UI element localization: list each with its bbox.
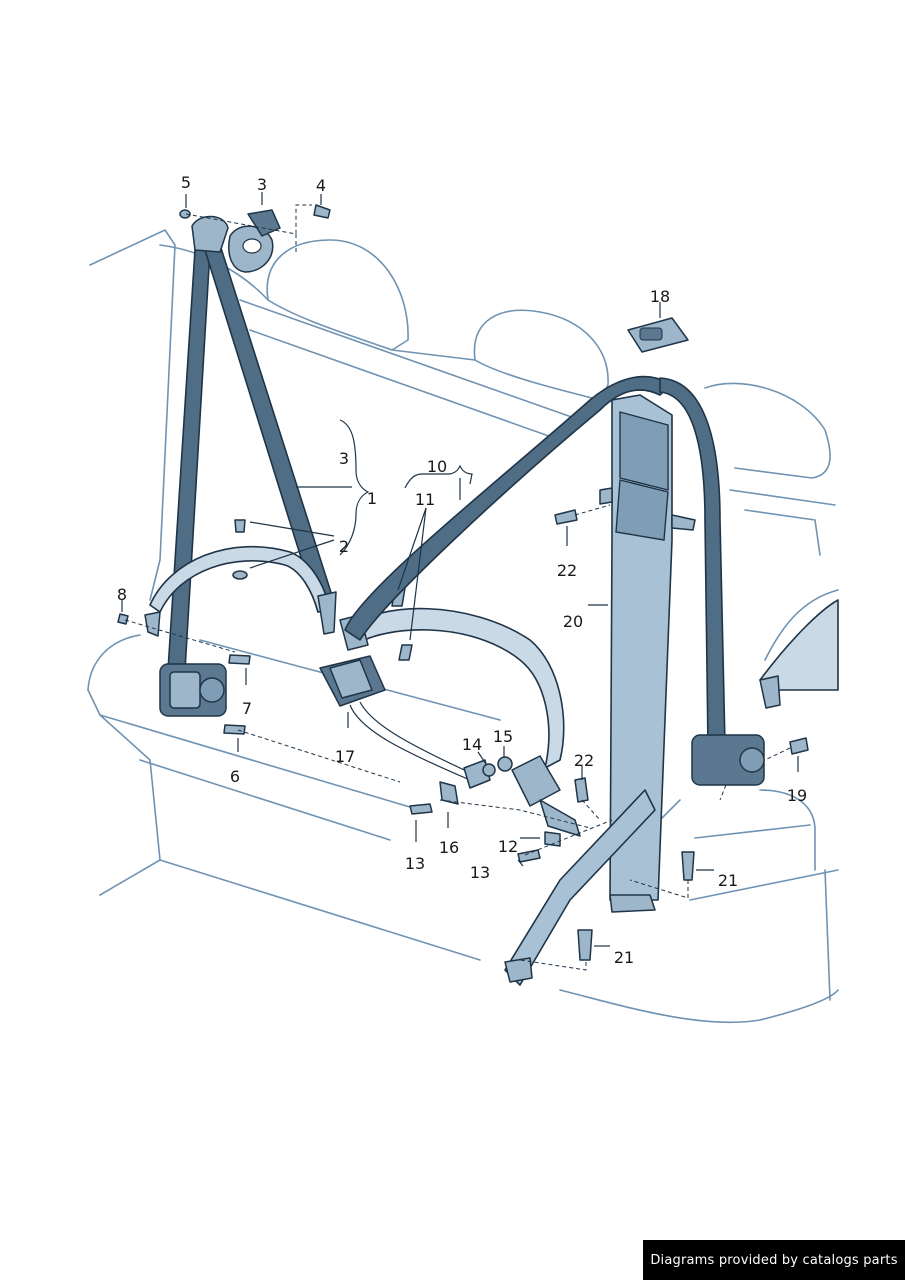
callout-15: 15 xyxy=(493,727,513,746)
callout-16: 16 xyxy=(439,838,459,857)
callout-11: 11 xyxy=(415,490,435,509)
callout-22-top: 22 xyxy=(557,561,577,580)
callout-2: 2 xyxy=(339,537,349,556)
callout-labels: 5 3 4 3 1 2 8 7 6 10 11 17 14 15 16 13 1… xyxy=(117,173,807,967)
callout-3-top: 3 xyxy=(257,175,267,194)
center-belt-and-buckle xyxy=(319,587,581,863)
callout-22-bottom: 22 xyxy=(574,751,594,770)
callout-14: 14 xyxy=(462,735,482,754)
callout-5: 5 xyxy=(181,173,191,192)
callout-20: 20 xyxy=(563,612,583,631)
callout-13-left: 13 xyxy=(405,854,425,873)
callout-3-mid: 3 xyxy=(339,449,349,468)
callout-1: 1 xyxy=(367,489,377,508)
callout-17: 17 xyxy=(335,747,355,766)
callout-21-right: 21 xyxy=(718,871,738,890)
callout-13-right: 13 xyxy=(470,863,490,882)
right-belt-and-pillar xyxy=(344,317,839,986)
callout-12: 12 xyxy=(498,837,518,856)
footer-credit-text: Diagrams provided by catalogs parts xyxy=(650,1252,898,1268)
callout-19: 19 xyxy=(787,786,807,805)
callout-8: 8 xyxy=(117,585,127,604)
callout-6: 6 xyxy=(230,767,240,786)
seat-outline xyxy=(87,229,839,1024)
callout-7: 7 xyxy=(242,699,252,718)
footer-credit-bar: Diagrams provided by catalogs parts xyxy=(643,1240,905,1280)
leader-lines xyxy=(121,192,799,971)
callout-21-bottom: 21 xyxy=(614,948,634,967)
callout-10: 10 xyxy=(427,457,447,476)
callout-18: 18 xyxy=(650,287,670,306)
callout-4: 4 xyxy=(316,176,326,195)
left-seat-belt-assembly xyxy=(117,204,337,735)
